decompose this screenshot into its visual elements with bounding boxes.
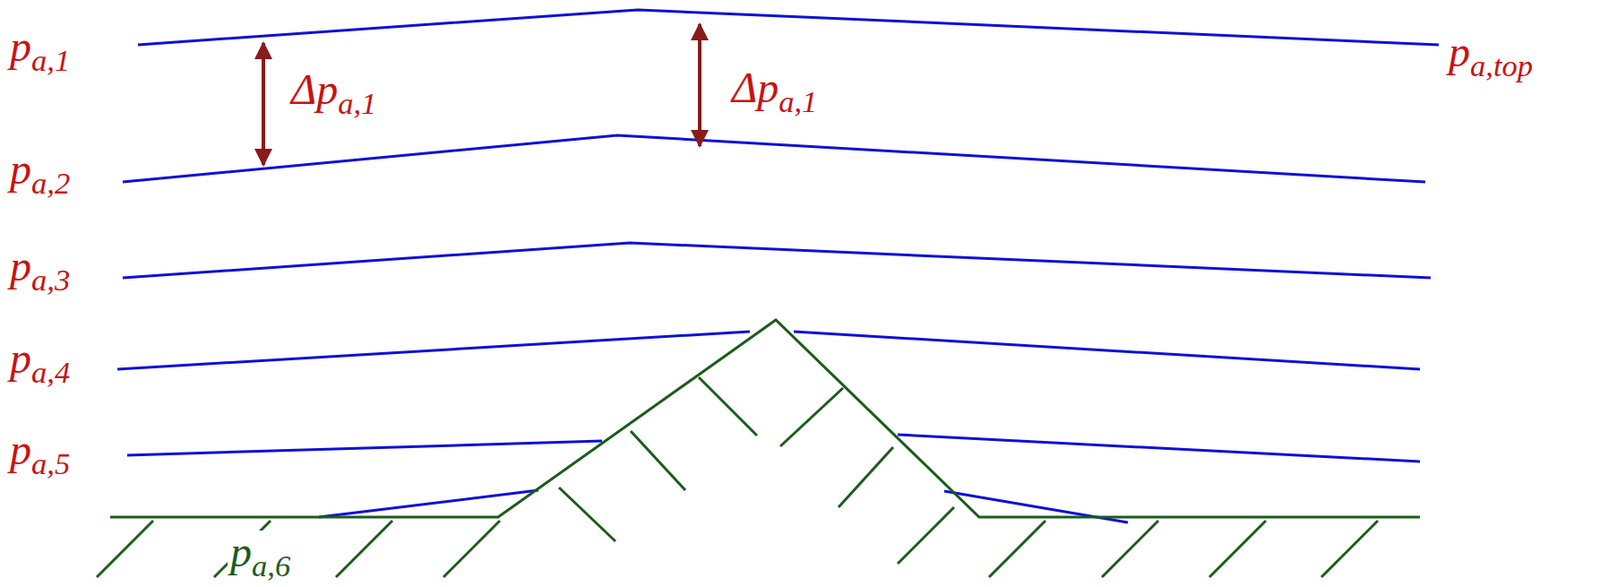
pressure-label: pa,4 [7,336,73,388]
pressure-label: pa,3 [7,244,73,296]
isobar [137,9,1439,45]
ground-line [110,319,1420,517]
pressure-label: pa,2 [7,147,73,199]
pressure-label: Δpa,1 [729,66,820,118]
pressure-label: pa,top [1445,30,1536,82]
pressure-difference-arrows [263,24,700,165]
ground-mountain [96,319,1420,577]
isobar [127,440,603,456]
isobar [897,434,1420,462]
isobar [793,331,1420,370]
isobar [117,331,750,370]
isobar [122,135,1426,182]
pressure-label: pa,6 [227,530,293,582]
isobar-lines [117,9,1439,523]
pressure-label: pa,1 [7,25,73,77]
pressure-label: pa,5 [7,428,73,480]
double-arrow [261,43,266,165]
double-arrow [697,24,702,147]
isobar [122,242,1431,278]
pressure-label: Δpa,1 [288,68,379,120]
